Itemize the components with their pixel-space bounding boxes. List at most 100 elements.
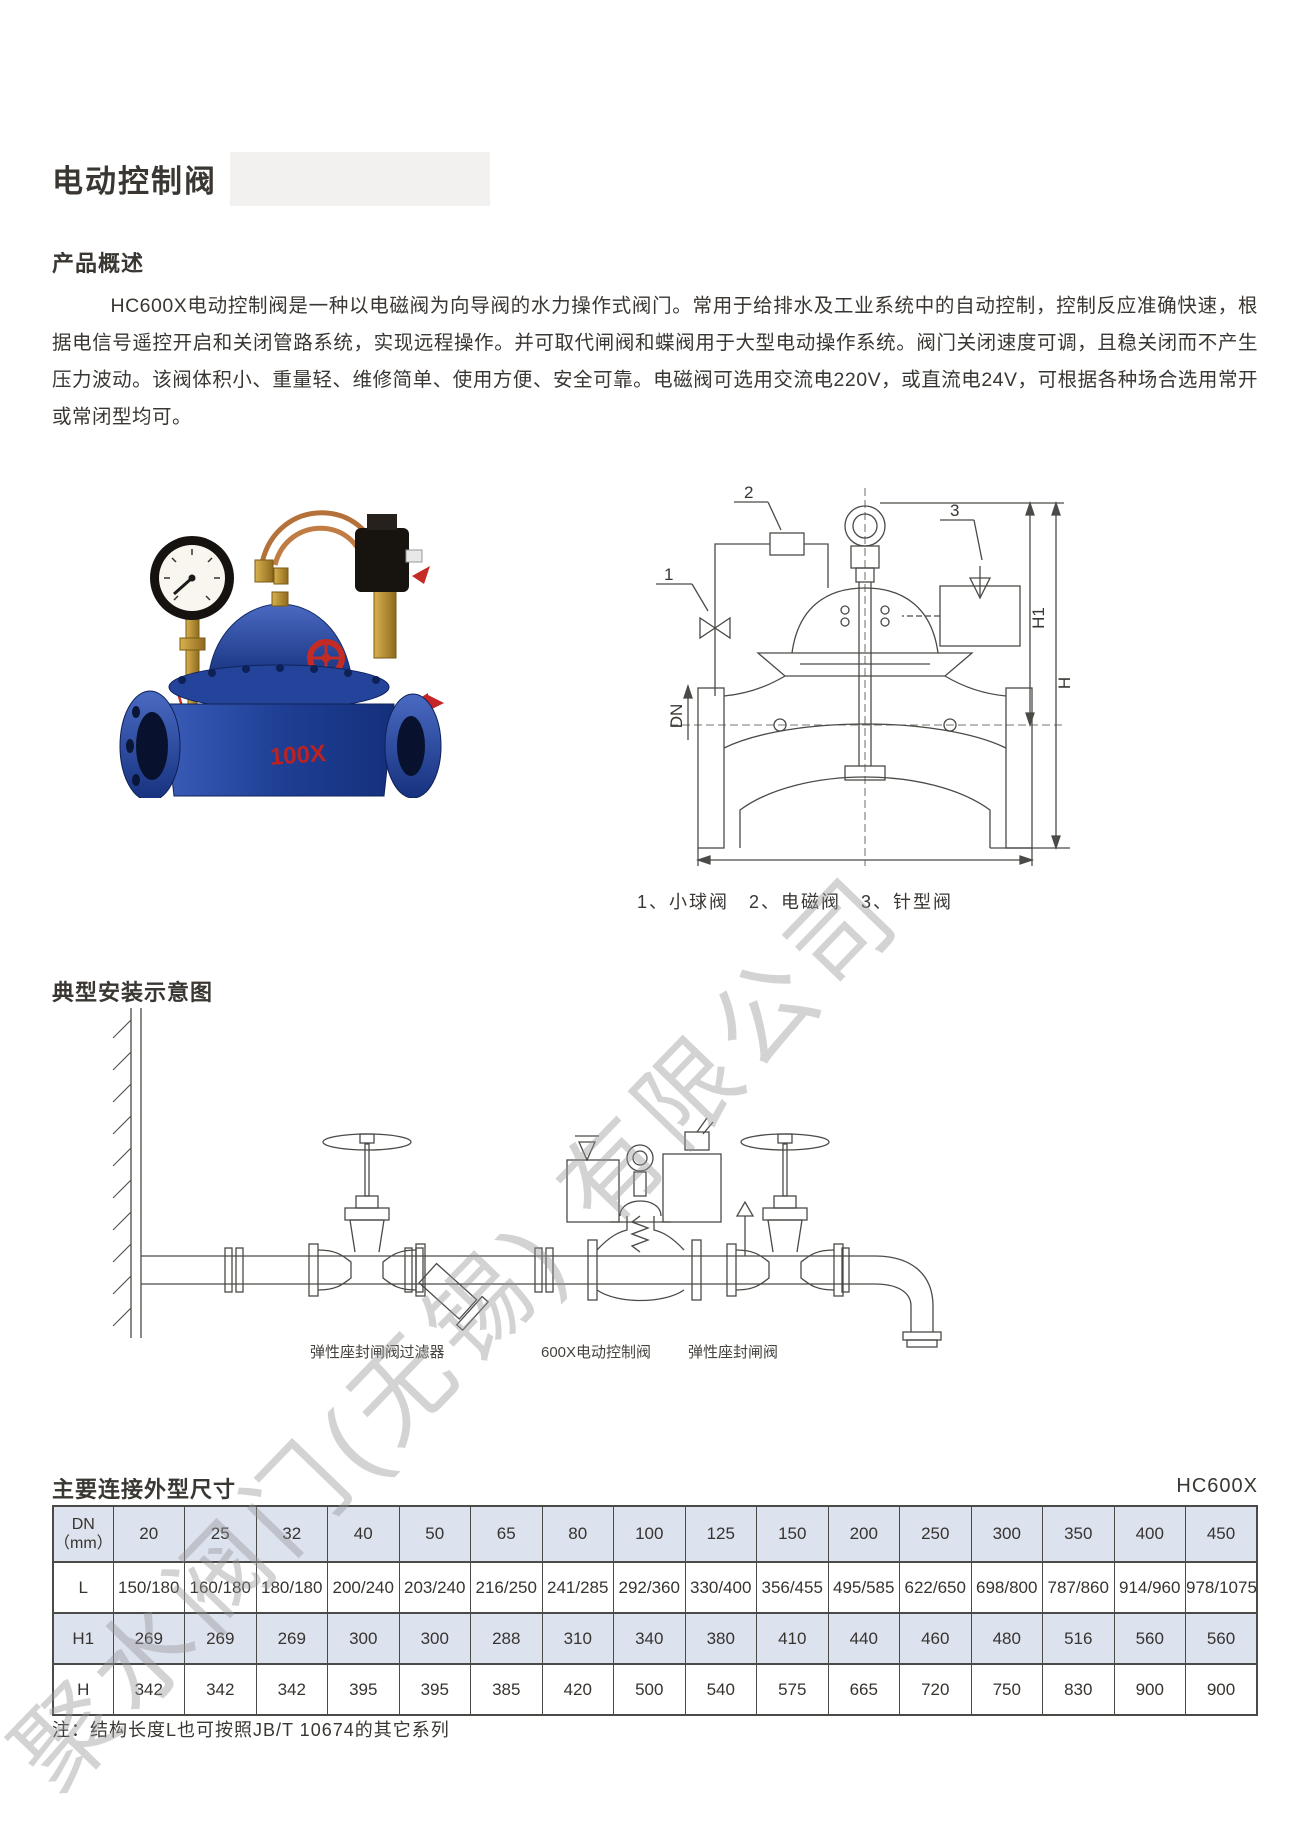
row-label: H1: [53, 1612, 113, 1664]
dim-dn-label: DN: [667, 704, 686, 729]
installation-diagram: [112, 1008, 942, 1348]
table-cell: 450: [1185, 1505, 1257, 1562]
table-cell: 150/180: [112, 1561, 185, 1613]
table-cell: 269: [112, 1612, 185, 1664]
table-cell: 900: [1185, 1663, 1257, 1715]
table-cell: 698/800: [970, 1561, 1043, 1613]
table-cell: 20: [112, 1505, 185, 1562]
table-cell: 575: [756, 1663, 828, 1715]
photo-body-marking: 100X: [269, 740, 327, 771]
table-cell: 300: [398, 1612, 471, 1664]
table-cell: 750: [970, 1663, 1043, 1715]
table-cell: 540: [684, 1663, 757, 1715]
table-cell: 65: [470, 1505, 542, 1562]
copper-tube: [272, 525, 367, 566]
corner-mm: （mm）: [54, 1535, 113, 1552]
install-label-control-valve: 600X电动控制阀: [540, 1344, 652, 1361]
dim-h1-label: H1: [1029, 607, 1048, 629]
table-cell: 340: [613, 1612, 685, 1664]
table-cell: 80: [541, 1505, 614, 1562]
table-cell: 100: [613, 1505, 685, 1562]
structure-diagram: 1 2 3 DN H1 H: [656, 483, 1074, 866]
table-cell: 180/180: [255, 1561, 328, 1613]
table-cell: 622/650: [899, 1561, 971, 1613]
table-cell: 330/400: [684, 1561, 757, 1613]
table-cell: 342: [112, 1663, 185, 1715]
dim-h-label: H: [1055, 677, 1074, 689]
overview-paragraph: HC600X电动控制阀是一种以电磁阀为向导阀的水力操作式阀门。常用于给排水及工业…: [52, 295, 1258, 428]
table-cell: 380: [684, 1612, 757, 1664]
table-cell: 420: [541, 1663, 614, 1715]
dimensions-table: DN （mm） 20 25 32 40 50 65 80 100 125 150…: [52, 1505, 1258, 1716]
table-cell: 787/860: [1042, 1561, 1114, 1613]
table-cell: 269: [184, 1612, 256, 1664]
model-code: HC600X: [1176, 1475, 1258, 1497]
table-cell: 480: [970, 1612, 1043, 1664]
table-cell: 40: [327, 1505, 399, 1562]
table-corner-cell: DN （mm）: [53, 1505, 113, 1562]
row-label: H: [53, 1663, 113, 1715]
table-cell: 288: [470, 1612, 542, 1664]
table-cell: 241/285: [541, 1561, 614, 1613]
callout-2-label: 2: [744, 483, 753, 502]
table-cell: 560: [1185, 1612, 1257, 1664]
table-cell: 395: [398, 1663, 471, 1715]
table-cell: 400: [1113, 1505, 1186, 1562]
table-cell: 342: [184, 1663, 256, 1715]
table-cell: 160/180: [184, 1561, 256, 1613]
table-cell: 310: [541, 1612, 614, 1664]
install-label-gate-valve-left: 弹性座封闸阀: [309, 1344, 401, 1361]
table-cell: 200: [827, 1505, 900, 1562]
install-label-gate-valve-right: 弹性座封闸阀: [687, 1344, 779, 1361]
table-cell: 830: [1042, 1663, 1114, 1715]
table-cell: 914/960: [1113, 1561, 1186, 1613]
table-cell: 50: [398, 1505, 471, 1562]
overview-heading: 产品概述: [52, 251, 145, 276]
callout-1-label: 1: [664, 565, 673, 584]
table-cell: 395: [327, 1663, 399, 1715]
table-cell: 978/1075: [1185, 1561, 1257, 1613]
table-cell: 460: [899, 1612, 971, 1664]
page-title: 电动控制阀: [52, 164, 217, 199]
table-cell: 900: [1113, 1663, 1186, 1715]
install-label-strainer: 过滤器: [399, 1344, 445, 1361]
table-cell: 500: [613, 1663, 685, 1715]
table-cell: 516: [1042, 1612, 1114, 1664]
table-cell: 385: [470, 1663, 542, 1715]
table-cell: 269: [255, 1612, 328, 1664]
table-cell: 200/240: [327, 1561, 399, 1613]
callout-3-label: 3: [950, 501, 959, 520]
table-cell: 32: [255, 1505, 328, 1562]
table-cell: 356/455: [756, 1561, 828, 1613]
product-photo: 100X: [119, 510, 444, 798]
row-label: L: [53, 1561, 113, 1613]
table-cell: 440: [827, 1612, 900, 1664]
table-cell: 203/240: [398, 1561, 471, 1613]
table-cell: 350: [1042, 1505, 1114, 1562]
table-cell: 410: [756, 1612, 828, 1664]
installation-heading: 典型安装示意图: [52, 980, 214, 1005]
pressure-gauge: [150, 536, 234, 620]
corner-dn: DN: [71, 1515, 95, 1533]
table-cell: 150: [756, 1505, 828, 1562]
dimensions-heading: 主要连接外型尺寸: [52, 1477, 237, 1502]
table-row-H: H 342 342 342 395 395 385 420 500 540 57…: [53, 1663, 1257, 1715]
table-cell: 495/585: [827, 1561, 900, 1613]
table-cell: 125: [684, 1505, 757, 1562]
table-cell: 342: [255, 1663, 328, 1715]
solenoid-valve: [355, 514, 430, 659]
table-note: 注：结构长度L也可按照JB/T 10674的其它系列: [52, 1720, 450, 1740]
table-cell: 292/360: [613, 1561, 685, 1613]
title-highlight-box: [230, 152, 490, 206]
table-row-L: L 150/180 160/180 180/180 200/240 203/24…: [53, 1561, 1257, 1613]
table-cell: 720: [899, 1663, 971, 1715]
table-header-row: DN （mm） 20 25 32 40 50 65 80 100 125 150…: [53, 1505, 1257, 1562]
table-cell: 300: [327, 1612, 399, 1664]
table-cell: 216/250: [470, 1561, 542, 1613]
table-cell: 250: [899, 1505, 971, 1562]
table-cell: 665: [827, 1663, 900, 1715]
table-row-H1: H1 269 269 269 300 300 288 310 340 380 4…: [53, 1612, 1257, 1664]
table-cell: 560: [1113, 1612, 1186, 1664]
table-cell: 25: [184, 1505, 256, 1562]
